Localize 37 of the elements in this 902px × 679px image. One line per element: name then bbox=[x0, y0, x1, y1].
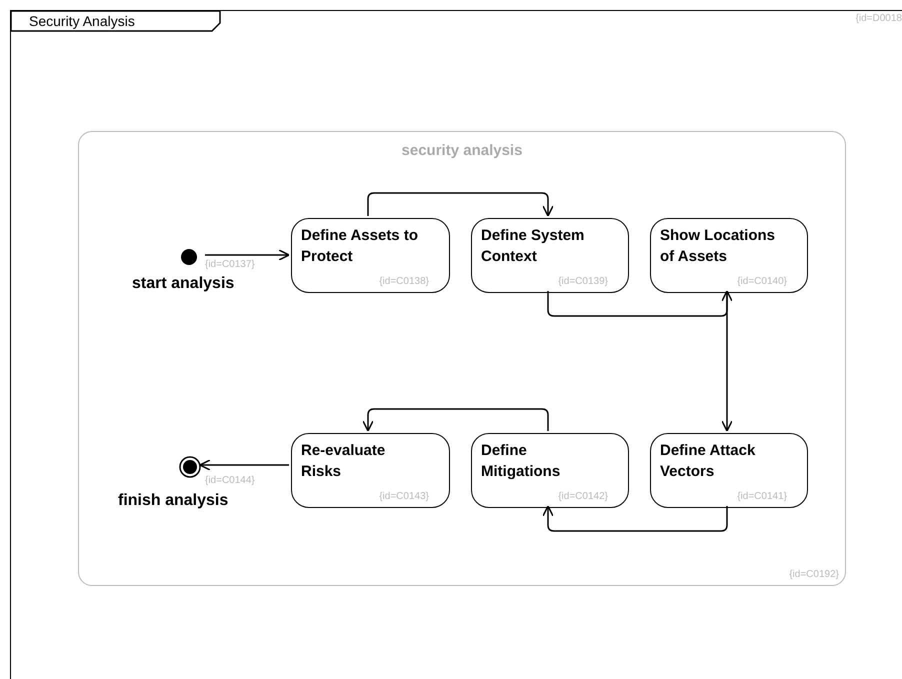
action-label: Define Attack Vectors bbox=[660, 441, 756, 482]
control-flow-arrow bbox=[547, 290, 733, 317]
region-title: security analysis bbox=[400, 142, 524, 159]
action-box bbox=[291, 433, 450, 508]
element-id: {id=C0137} bbox=[205, 259, 255, 270]
control-flow-arrow bbox=[199, 459, 289, 471]
action-box bbox=[471, 218, 629, 293]
element-id: {id=C0192} bbox=[789, 569, 839, 580]
control-flow-arrow bbox=[205, 249, 290, 261]
diagram-frame bbox=[10, 10, 902, 679]
control-flow-arrow bbox=[542, 505, 728, 532]
action-box bbox=[650, 433, 808, 508]
action-label: Re-evaluate Risks bbox=[301, 441, 386, 482]
element-id: {id=C0139} bbox=[558, 276, 608, 287]
node-caption: finish analysis bbox=[118, 492, 228, 510]
element-id: {id=C0140} bbox=[737, 276, 787, 287]
action-label: Show Locations of Assets bbox=[660, 226, 776, 267]
node-caption: start analysis bbox=[132, 275, 234, 293]
control-flow-arrow bbox=[362, 408, 549, 432]
action-label: Define Assets to Protect bbox=[301, 226, 419, 267]
diagram-id: {id=D0018 bbox=[856, 13, 902, 24]
final-node bbox=[179, 456, 201, 478]
frame-title: Security Analysis bbox=[29, 13, 135, 29]
control-flow-arrow bbox=[367, 192, 554, 217]
control-flow-arrow bbox=[721, 291, 733, 432]
element-id: {id=C0144} bbox=[205, 475, 255, 486]
action-label: Define Mitigations bbox=[481, 441, 562, 482]
action-box bbox=[650, 218, 808, 293]
action-box bbox=[291, 218, 450, 293]
element-id: {id=C0142} bbox=[558, 491, 608, 502]
element-id: {id=C0141} bbox=[737, 491, 787, 502]
activity-region bbox=[78, 131, 846, 586]
initial-node bbox=[181, 249, 197, 265]
action-box bbox=[471, 433, 629, 508]
element-id: {id=C0143} bbox=[379, 491, 429, 502]
action-label: Define System Context bbox=[481, 226, 586, 267]
element-id: {id=C0138} bbox=[379, 276, 429, 287]
